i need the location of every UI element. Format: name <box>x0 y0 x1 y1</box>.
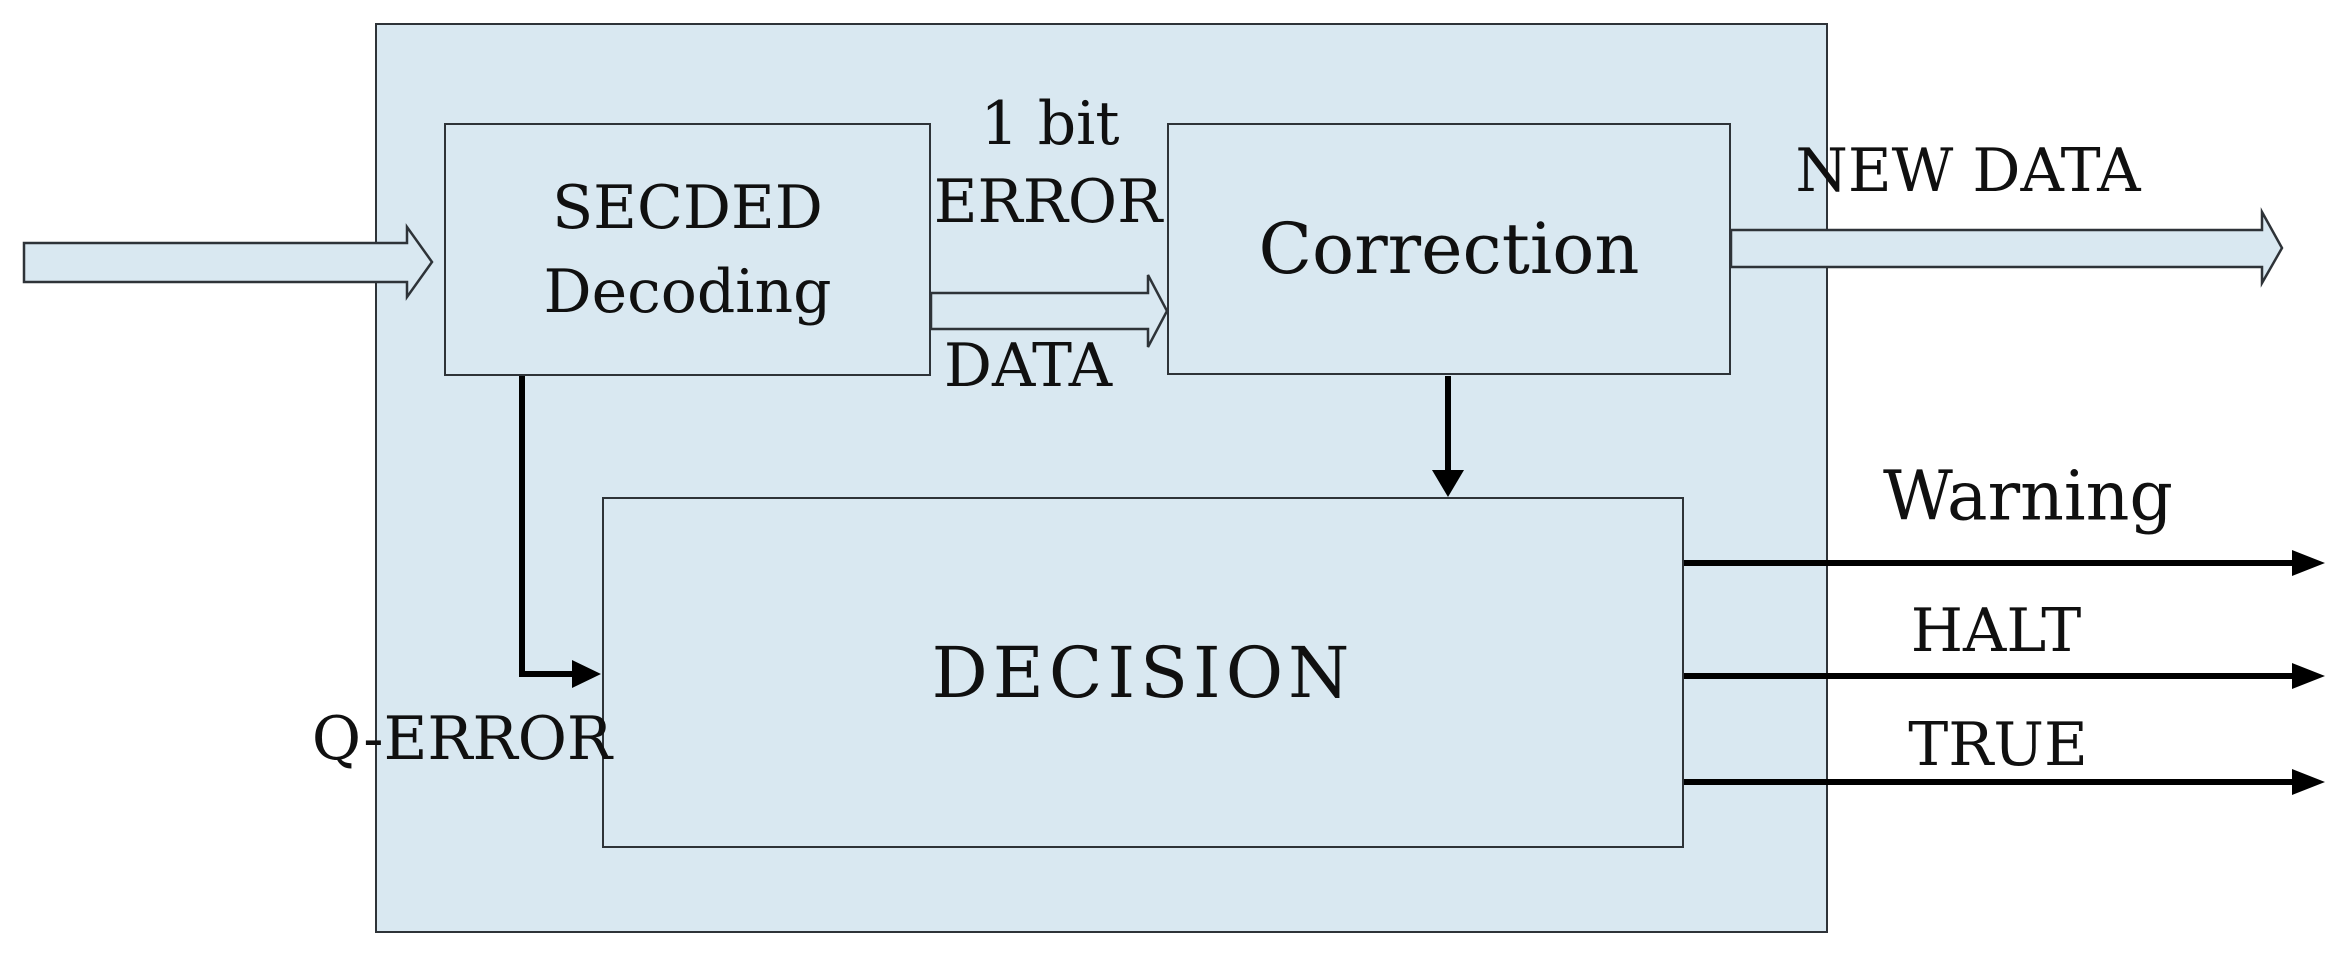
one-bit-error-label-line2: ERROR <box>933 167 1163 237</box>
halt-output-label: HALT <box>1910 596 2082 666</box>
decision-block: DECISION <box>602 497 1684 848</box>
decision-block-label: DECISION <box>931 631 1355 714</box>
true-arrowhead-icon <box>2292 769 2325 795</box>
q-error-signal-label: Q-ERROR <box>311 704 613 774</box>
halt-arrowhead-icon <box>2292 663 2325 689</box>
correction-block-label: Correction <box>1258 208 1640 290</box>
warning-output-label: Warning <box>1883 457 2173 537</box>
input-bus-arrow-icon <box>22 223 434 301</box>
true-output-label: TRUE <box>1908 710 2088 780</box>
data-signal-label: DATA <box>943 331 1113 401</box>
secded-block-label-line2: Decoding <box>543 256 832 327</box>
one-bit-error-label-line1: 1 bit <box>980 89 1120 159</box>
warning-arrowhead-icon <box>2292 550 2325 576</box>
secded-decoding-block: SECDED Decoding <box>444 123 931 376</box>
correction-block: Correction <box>1167 123 1731 375</box>
new-data-output-label: NEW DATA <box>1795 136 2141 206</box>
secded-block-label-line1: SECDED <box>552 172 823 243</box>
